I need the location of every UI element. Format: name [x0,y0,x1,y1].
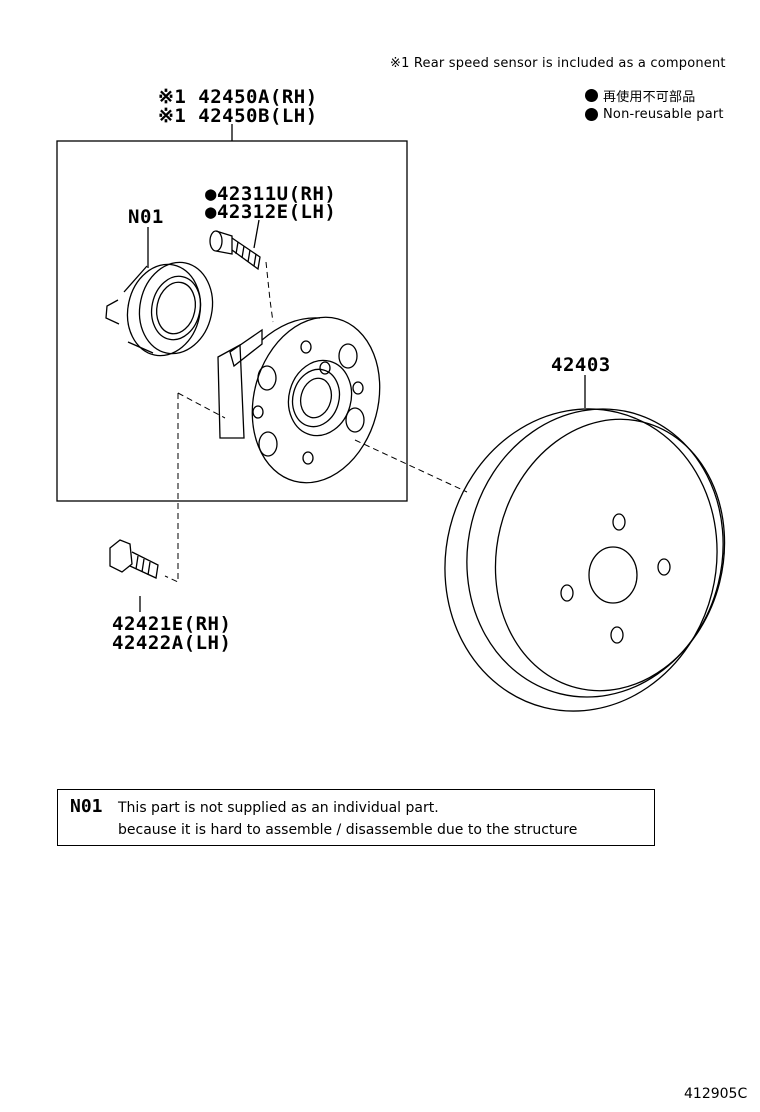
brake-drum-label: 42403 [551,354,611,376]
n01-footnote-box: N01 This part is not supplied as an indi… [57,789,655,846]
hub-bolt-drawing [209,230,261,271]
hub-assembly-group-box [56,140,408,502]
filled-circle-icon [585,89,598,102]
filled-circle-icon [585,108,598,121]
mount-dash-lower [164,393,179,583]
legend-item-english: Non-reusable part [585,107,724,122]
mount-bolt-label-rh: 42421E(RH) [112,613,232,635]
mount-bolt-label-lh: 42422A(LH) [112,632,232,654]
drum-alignment-dash [354,439,468,493]
rear-speed-sensor-note: ※1 Rear speed sensor is included as a co… [390,56,726,71]
hub-assembly-drawing [217,316,381,484]
hub-bolt-label-rh: ●42311U(RH) [205,183,337,205]
hub-bolt-dash [265,261,274,323]
figure-number: 412905C [684,1086,748,1102]
brake-drum-drawing [444,408,726,712]
mount-dash-upper [177,392,226,419]
footnote-line-2: because it is hard to assemble / disasse… [118,822,578,838]
bearing-label: N01 [128,206,164,228]
footnote-code: N01 [70,796,103,817]
hub-bolt-label-lh: ●42312E(LH) [205,201,337,223]
footnote-line-1: This part is not supplied as an individu… [118,800,439,816]
legend-item-japanese: 再使用不可部品 [585,86,695,105]
legend-label-english: Non-reusable part [603,107,724,122]
legend-label-japanese: 再使用不可部品 [603,90,696,105]
hub-assembly-label-lh: ※1 42450B(LH) [158,105,318,127]
bearing-n01-drawing [105,261,214,357]
mount-bolt-drawing [109,539,159,579]
hub-bolt-leader [253,219,260,249]
hub-assembly-label-rh: ※1 42450A(RH) [158,86,318,108]
